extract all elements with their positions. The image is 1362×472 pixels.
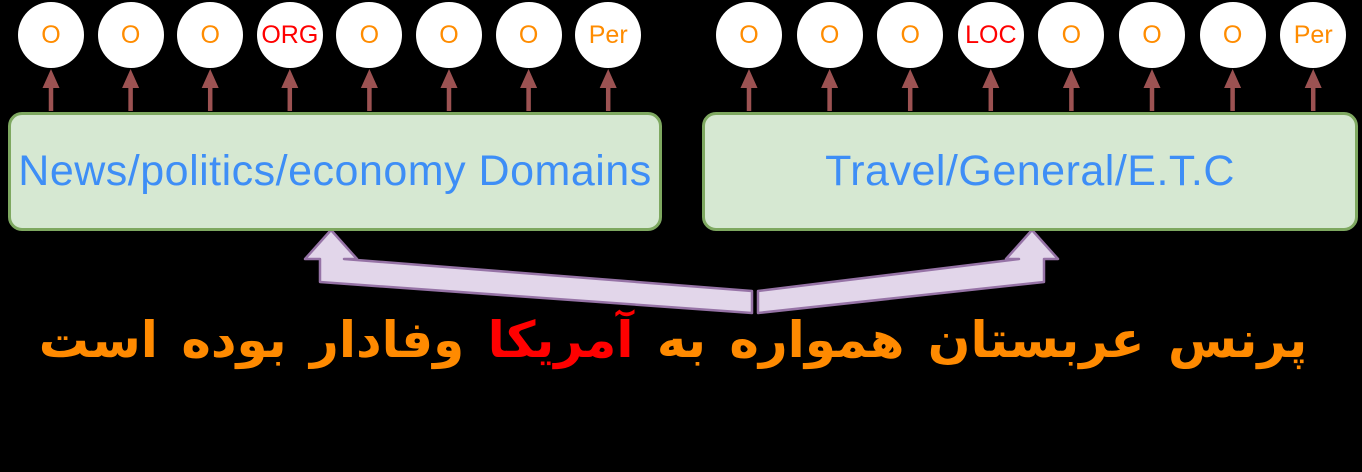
news-domain-box: News/politics/economy Domains [8,112,662,231]
tag-circle-news-domain-tags-7: Per [575,2,642,68]
tag-circle-news-domain-tags-6: O [495,2,562,68]
tag-circle-news-domain-tags-0: O [18,2,84,68]
tag-label: O [439,20,459,49]
tag-label: LOC [965,20,1017,49]
tag-label: O [1061,20,1082,49]
tag-label: O [41,20,61,49]
box-to-tag-arrow-head [360,69,378,88]
box-to-tag-arrow-head [281,69,299,88]
tag-circle-news-domain-tags-5: O [416,2,482,68]
tag-arrows-group [42,69,1322,111]
box-to-tag-arrow-head [901,69,919,88]
box-to-tag-arrow-head [201,69,219,88]
box-to-tag-arrow-head [440,69,458,88]
tag-label: O [1142,20,1162,49]
box-to-tag-arrow-head [42,69,60,88]
tag-label: O [900,20,920,49]
news-domain-label: News/politics/economy Domains [18,147,652,195]
travel-domain-box: Travel/General/E.T.C [702,112,1358,231]
tag-circle-travel-domain-tags-5: O [1119,2,1185,68]
tag-label: Per [588,20,628,49]
tag-circle-news-domain-tags-4: O [336,2,403,68]
tag-label: O [1222,20,1243,49]
tag-circle-news-domain-tags-1: O [97,2,164,68]
tag-label: O [819,20,840,49]
sentence-entity-word: آمریکا [487,311,634,369]
box-to-tag-arrow-head [982,69,1000,88]
tag-label: O [518,20,539,49]
travel-domain-label: Travel/General/E.T.C [825,147,1235,195]
box-to-tag-arrow-head [122,69,140,88]
box-to-tag-arrow-head [1143,69,1161,88]
box-to-tag-arrow-head [1062,69,1080,88]
sentence-text: پرنس عربستان همواره به [633,311,1308,369]
box-to-tag-arrow-head [740,69,758,88]
tag-circle-travel-domain-tags-2: O [877,2,944,68]
box-to-tag-arrow-head [520,69,538,88]
box-to-tag-arrow-head [821,69,839,88]
tag-circle-travel-domain-tags-6: O [1199,2,1266,68]
tag-circle-news-domain-tags-2: O [177,2,244,68]
sentence-to-travel-domain-arrow [756,228,1060,315]
tag-label: O [739,20,759,49]
tag-label: Per [1293,20,1333,49]
tag-circle-travel-domain-tags-7: Per [1280,2,1347,68]
tag-label: ORG [261,20,319,49]
tag-label: O [359,20,380,49]
tag-label: O [200,20,220,49]
box-to-tag-arrow-head [1224,69,1242,88]
tag-circle-travel-domain-tags-4: O [1038,2,1105,68]
box-to-tag-arrow-head [599,69,617,88]
tag-circle-travel-domain-tags-3: LOC [957,2,1024,68]
tag-circle-travel-domain-tags-1: O [796,2,863,68]
tag-circle-travel-domain-tags-0: O [716,2,782,68]
box-to-tag-arrow-head [1304,69,1322,88]
sentence-text: وفادار بوده است [38,311,488,369]
persian-sentence: پرنس عربستان همواره به آمریکا وفادار بود… [0,290,1346,400]
sentence-to-news-domain-arrow [303,228,754,315]
tag-label: O [120,20,141,49]
tag-circle-news-domain-tags-3: ORG [256,2,323,68]
